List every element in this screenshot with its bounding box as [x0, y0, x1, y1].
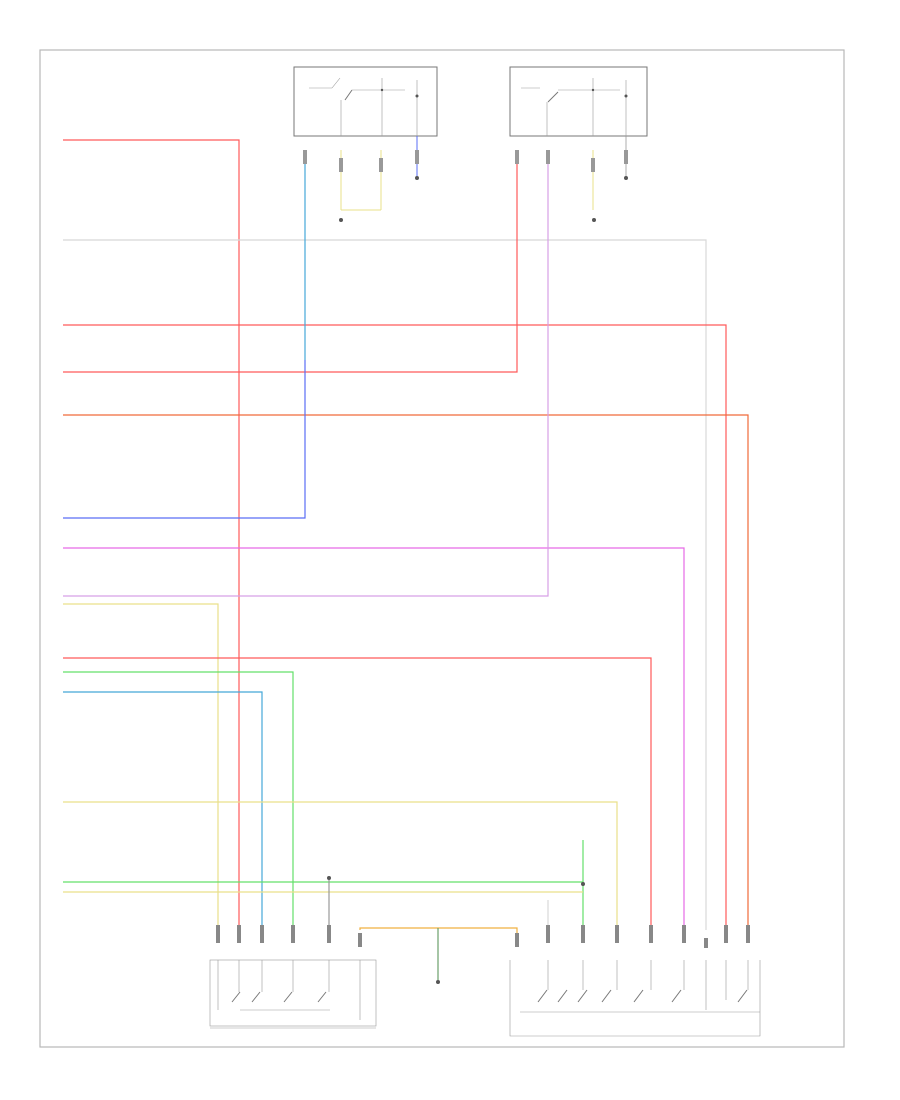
wire-orange-red	[63, 414, 749, 930]
wire-red-1	[63, 139, 240, 930]
wire-yellow-1	[63, 603, 219, 930]
bottom-left-component	[209, 959, 377, 1029]
wire-red-2	[63, 324, 727, 930]
wire-yellow-2	[63, 801, 618, 930]
wire-red-3	[63, 150, 518, 373]
wire-light-blue-2	[63, 691, 263, 930]
wire-white	[63, 239, 707, 930]
wire-red-4	[63, 657, 652, 930]
top-switch-right	[509, 66, 648, 137]
top-left-connectors	[339, 136, 419, 222]
bottom-right-component	[509, 960, 761, 1037]
diagram-frame	[39, 49, 845, 1048]
wire-blue	[63, 360, 306, 519]
wire-light-green	[63, 881, 584, 930]
wire-violet	[63, 547, 685, 930]
connector-pin-icon	[216, 925, 750, 948]
wire-green-1	[63, 671, 294, 930]
wire-runs	[63, 139, 749, 980]
ground-points	[327, 876, 585, 984]
switch-contact-icon	[303, 150, 628, 172]
top-switch-left	[293, 66, 438, 137]
top-right-connectors	[592, 136, 628, 222]
wire-light-violet	[63, 150, 549, 597]
